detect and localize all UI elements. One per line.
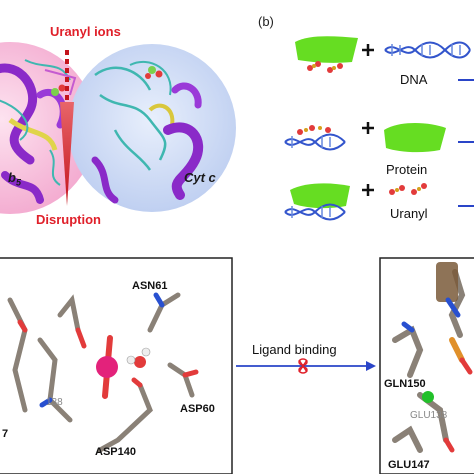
row-dna: [295, 36, 471, 73]
cyt-c-label: Cyt c: [184, 170, 216, 185]
residue-glu138-right: GLU138: [410, 410, 448, 421]
residue-partial-left: 7: [2, 428, 9, 440]
ligand-binding-label: Ligand binding: [252, 342, 337, 357]
uranyl-ions-label: Uranyl ions: [50, 24, 121, 39]
row-label-dna: DNA: [400, 72, 428, 87]
residue-gln150: GLN150: [384, 378, 426, 390]
row-arrows: [458, 79, 474, 207]
disruption-arrow: [60, 50, 74, 206]
row-protein: [284, 123, 446, 153]
residue-asp140: ASP140: [95, 446, 136, 458]
cyt-b5-label: b5: [8, 170, 21, 188]
residue-138-left: 138: [46, 397, 63, 408]
row-label-uranyl: Uranyl: [390, 206, 428, 221]
cyt-b5-label-text: b: [8, 170, 16, 185]
row-label-protein: Protein: [386, 162, 428, 177]
plus-signs: [362, 44, 374, 196]
residue-asn61: ASN61: [132, 280, 168, 292]
disruption-label: Disruption: [36, 212, 101, 227]
cyt-c-sphere: [68, 44, 236, 212]
binding-site-right-sticks: [392, 262, 473, 453]
cyt-b5-label-subscript: 5: [15, 177, 21, 188]
binding-site-left-sticks: [7, 292, 199, 453]
ligand-binding-arrow: [236, 358, 376, 374]
panel-b-tag: (b): [258, 14, 274, 29]
row-uranyl: [284, 183, 427, 221]
cyt-b5-sphere: [0, 42, 96, 214]
residue-asp60: ASP60: [180, 403, 215, 415]
residue-glu147: GLU147: [388, 459, 430, 471]
